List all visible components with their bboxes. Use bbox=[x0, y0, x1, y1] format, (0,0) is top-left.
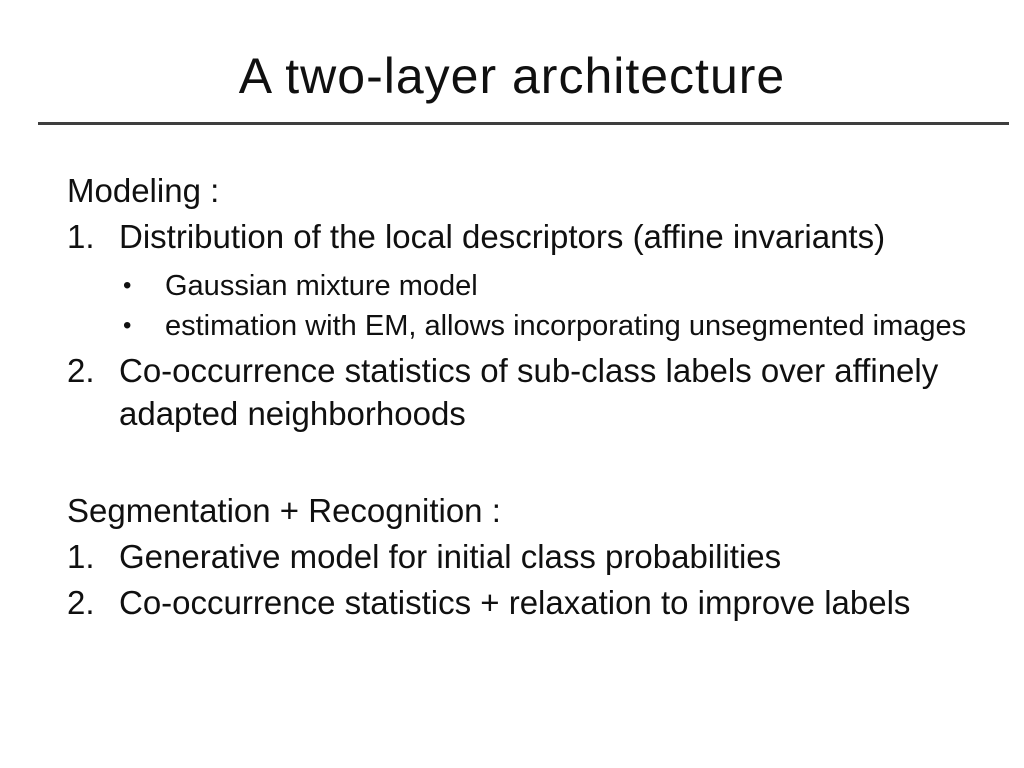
item-number: 1. bbox=[67, 538, 95, 575]
numbered-item: 1. Generative model for initial class pr… bbox=[67, 535, 1014, 578]
numbered-item: 2. Co-occurrence statistics of sub-class… bbox=[67, 349, 1014, 435]
bullet-text: estimation with EM, allows incorporating… bbox=[165, 310, 967, 342]
numbered-item: 2. Co-occurrence statistics + relaxation… bbox=[67, 581, 1014, 624]
item-number: 2. bbox=[67, 584, 95, 621]
bullet-text: Gaussian mixture model bbox=[165, 270, 478, 302]
slide-title: A two-layer architecture bbox=[238, 48, 786, 104]
section-heading: Modeling : bbox=[67, 172, 220, 209]
item-number: 2. bbox=[67, 352, 95, 389]
item-text: Co-occurrence statistics of sub-class la… bbox=[119, 352, 939, 432]
slide-body: Modeling : 1. Distribution of the local … bbox=[0, 125, 1024, 624]
section-modeling: Modeling : 1. Distribution of the local … bbox=[67, 169, 1014, 435]
item-number: 1. bbox=[67, 218, 95, 255]
section-segmentation-recognition: Segmentation + Recognition : 1. Generati… bbox=[67, 489, 1014, 624]
bullet-item: • Gaussian mixture model bbox=[123, 266, 1014, 306]
title-divider bbox=[38, 122, 1009, 125]
numbered-item: 1. Distribution of the local descriptors… bbox=[67, 215, 1014, 258]
bullet-item: • estimation with EM, allows incorporati… bbox=[123, 306, 1014, 346]
bullet-icon: • bbox=[123, 272, 132, 299]
item-text: Generative model for initial class proba… bbox=[119, 538, 782, 575]
bullet-icon: • bbox=[123, 312, 132, 339]
section-heading: Segmentation + Recognition : bbox=[67, 492, 501, 529]
item-text: Distribution of the local descriptors (a… bbox=[119, 218, 886, 255]
item-text: Co-occurrence statistics + relaxation to… bbox=[119, 584, 911, 621]
